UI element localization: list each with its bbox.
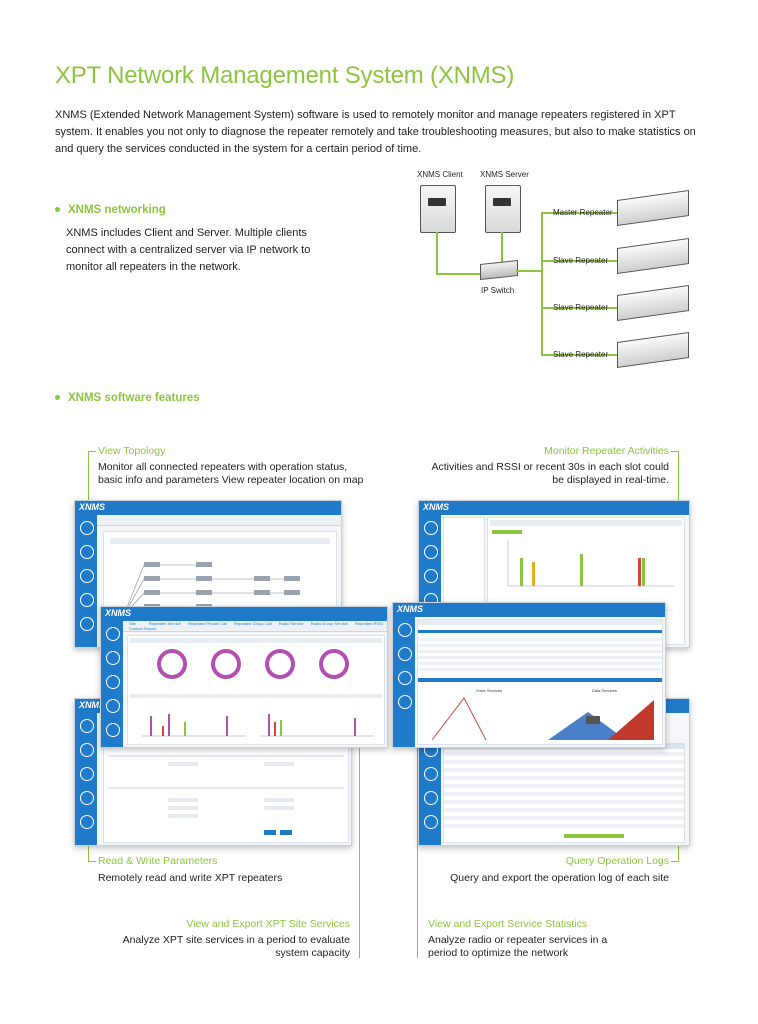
- feature-desc: Monitor all connected repeaters with ope…: [98, 461, 364, 486]
- data-services-label: Data Services: [592, 688, 617, 693]
- feature-desc: Analyze radio or repeater services in a …: [428, 934, 608, 959]
- repeater-label: Slave Repeater: [553, 256, 609, 265]
- feature-title: Query Operation Logs: [565, 855, 669, 867]
- voice-services-label: Voice Services: [476, 688, 502, 693]
- log-table: [444, 744, 684, 838]
- networking-heading: XNMS networking: [55, 204, 166, 216]
- features-heading: XNMS software features: [55, 392, 200, 404]
- feature-desc: Activities and RSSI or recent 30s in eac…: [431, 461, 669, 486]
- feature-title: View and Export XPT Site Services: [186, 918, 350, 930]
- service-statistics-screenshot: XNMS Voice Services Data Services: [392, 602, 666, 748]
- feature-desc: Remotely read and write XPT repeaters: [98, 872, 283, 884]
- repeater-icon: [617, 284, 689, 322]
- feature-desc: Query and export the operation log of ea…: [450, 872, 669, 884]
- switch-label: IP Switch: [481, 286, 515, 295]
- feature-title: Monitor Repeater Activities: [544, 445, 669, 457]
- feature-title: View Topology: [98, 445, 166, 457]
- networking-body: XNMS includes Client and Server. Multipl…: [66, 227, 311, 273]
- intro-paragraph: XNMS (Extended Network Management System…: [55, 109, 696, 155]
- client-computer-icon: [420, 185, 456, 233]
- repeater-icon: [617, 331, 689, 369]
- client-label: XNMS Client: [417, 170, 463, 179]
- repeater-icon: [617, 237, 689, 275]
- repeater-icon: [617, 189, 689, 227]
- feature-desc: Analyze XPT site services in a period to…: [122, 934, 350, 959]
- feature-title: Read & Write Parameters: [98, 855, 218, 867]
- server-label: XNMS Server: [480, 170, 529, 179]
- bullet-icon: [55, 395, 60, 401]
- repeater-label: Master Repeater: [553, 208, 613, 217]
- site-services-charts: [130, 638, 382, 737]
- site-services-screenshot: XNMS Site Repeated Service Repeated Priv…: [100, 606, 388, 748]
- parameter-form: [108, 755, 344, 835]
- feature-title: View and Export Service Statistics: [428, 918, 588, 930]
- bullet-icon: [55, 207, 60, 213]
- repeater-label: Slave Repeater: [553, 350, 609, 359]
- page-title: XPT Network Management System (XNMS): [55, 62, 515, 89]
- server-computer-icon: [485, 185, 521, 233]
- ip-switch-icon: [480, 260, 518, 280]
- statistics-charts: Voice Services Data Services: [418, 620, 662, 741]
- repeater-label: Slave Repeater: [553, 303, 609, 312]
